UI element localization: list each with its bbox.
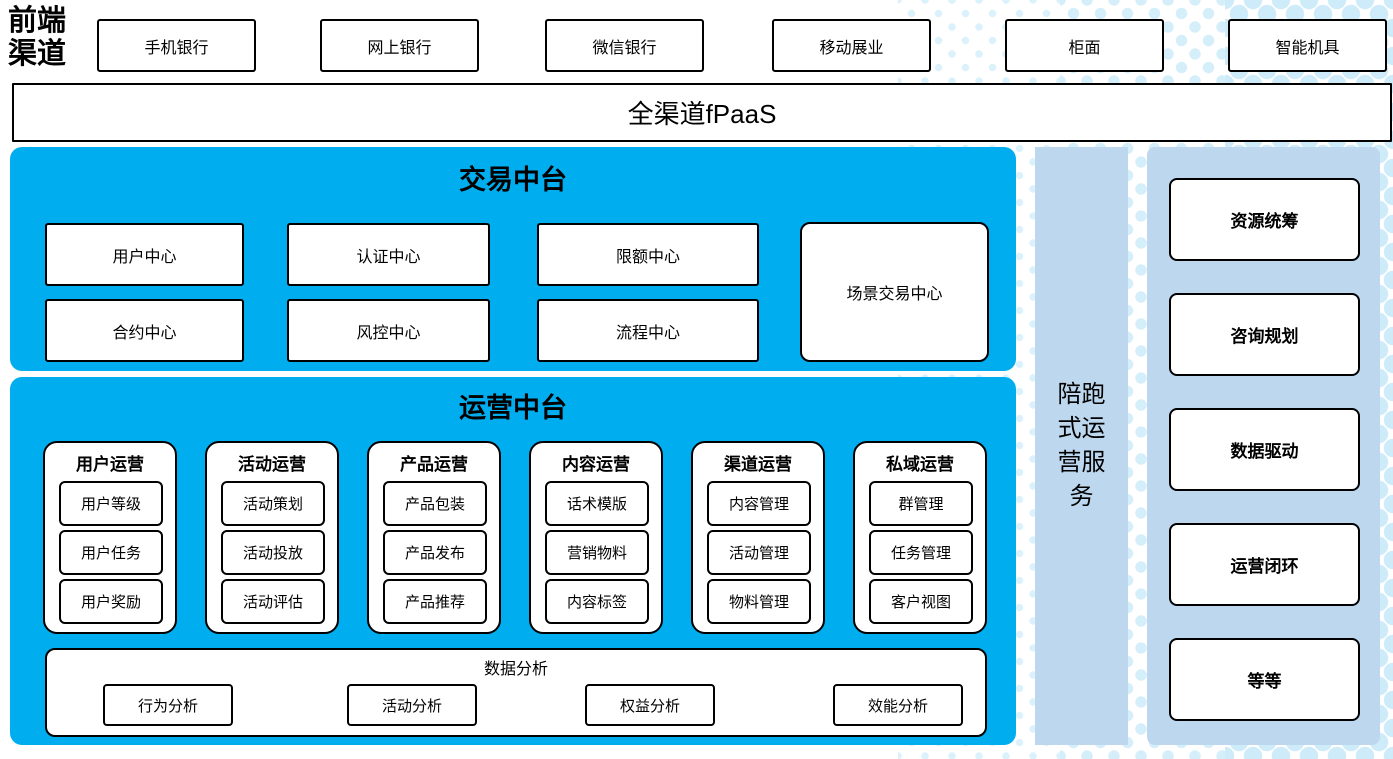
opcol-content-operation: 内容运营 话术模版 营销物料 内容标签 <box>529 441 663 634</box>
opcol-header: 用户运营 <box>76 455 144 474</box>
op-item: 任务管理 <box>869 530 973 575</box>
service-etc: 等等 <box>1169 638 1360 721</box>
center-process: 流程中心 <box>537 299 759 362</box>
analysis-rights: 权益分析 <box>585 684 715 726</box>
channel-online-banking: 网上银行 <box>320 19 479 72</box>
op-item: 话术模版 <box>545 481 649 526</box>
channel-smart-machines: 智能机具 <box>1228 19 1387 72</box>
channel-mobile-banking: 手机银行 <box>97 19 256 72</box>
service-operation-loop: 运营闭环 <box>1169 523 1360 606</box>
op-item: 产品发布 <box>383 530 487 575</box>
service-data-driven: 数据驱动 <box>1169 408 1360 491</box>
center-limit: 限额中心 <box>537 223 759 286</box>
op-item: 物料管理 <box>707 579 811 624</box>
opcol-activity-operation: 活动运营 活动策划 活动投放 活动评估 <box>205 441 339 634</box>
accompany-service-bar: 陪跑式运营服务 <box>1035 147 1128 745</box>
opcol-user-operation: 用户运营 用户等级 用户任务 用户奖励 <box>43 441 177 634</box>
opcol-header: 活动运营 <box>238 455 306 474</box>
operation-platform-title: 运营中台 <box>459 393 567 423</box>
op-item: 内容标签 <box>545 579 649 624</box>
service-panel: 资源统筹 咨询规划 数据驱动 运营闭环 等等 <box>1147 147 1380 745</box>
data-analysis-header: 数据分析 <box>483 661 548 678</box>
center-scene-trade: 场景交易中心 <box>800 222 989 362</box>
analysis-activity: 活动分析 <box>347 684 477 726</box>
op-item: 内容管理 <box>707 481 811 526</box>
center-user: 用户中心 <box>45 223 244 286</box>
op-item: 用户奖励 <box>59 579 163 624</box>
accompany-service-label: 陪跑式运营服务 <box>1057 381 1106 510</box>
op-item: 活动投放 <box>221 530 325 575</box>
service-resource-planning: 资源统筹 <box>1169 178 1360 261</box>
opcol-header: 渠道运营 <box>724 455 792 474</box>
op-item: 产品包装 <box>383 481 487 526</box>
op-item: 用户任务 <box>59 530 163 575</box>
op-item: 活动评估 <box>221 579 325 624</box>
op-item: 营销物料 <box>545 530 649 575</box>
front-channels-label: 前端渠道 <box>8 5 67 71</box>
op-item: 用户等级 <box>59 481 163 526</box>
opcol-header: 私域运营 <box>886 455 954 474</box>
opcol-private-domain-operation: 私域运营 群管理 任务管理 客户视图 <box>853 441 987 634</box>
op-item: 产品推荐 <box>383 579 487 624</box>
opcol-channel-operation: 渠道运营 内容管理 活动管理 物料管理 <box>691 441 825 634</box>
center-contract: 合约中心 <box>45 299 244 362</box>
op-item: 活动策划 <box>221 481 325 526</box>
trade-platform-block: 交易中台 用户中心 认证中心 限额中心 合约中心 风控中心 流程中心 场景交易中… <box>10 147 1016 371</box>
channel-mobile-sales: 移动展业 <box>772 19 931 72</box>
operation-platform-block: 运营中台 用户运营 用户等级 用户任务 用户奖励 活动运营 活动策划 活动投放 … <box>10 377 1016 745</box>
data-analysis-bar: 数据分析 行为分析 活动分析 权益分析 效能分析 <box>45 648 987 737</box>
trade-platform-title: 交易中台 <box>459 165 567 195</box>
op-item: 客户视图 <box>869 579 973 624</box>
op-item: 活动管理 <box>707 530 811 575</box>
fpaas-bar: 全渠道fPaaS <box>12 83 1392 142</box>
service-consulting-planning: 咨询规划 <box>1169 293 1360 376</box>
op-item: 群管理 <box>869 481 973 526</box>
analysis-efficiency: 效能分析 <box>833 684 963 726</box>
opcol-header: 产品运营 <box>400 455 468 474</box>
channel-counter: 柜面 <box>1005 19 1164 72</box>
channel-wechat-banking: 微信银行 <box>545 19 704 72</box>
opcol-header: 内容运营 <box>562 455 630 474</box>
center-auth: 认证中心 <box>287 223 490 286</box>
center-risk: 风控中心 <box>287 299 490 362</box>
analysis-behavior: 行为分析 <box>103 684 233 726</box>
opcol-product-operation: 产品运营 产品包装 产品发布 产品推荐 <box>367 441 501 634</box>
